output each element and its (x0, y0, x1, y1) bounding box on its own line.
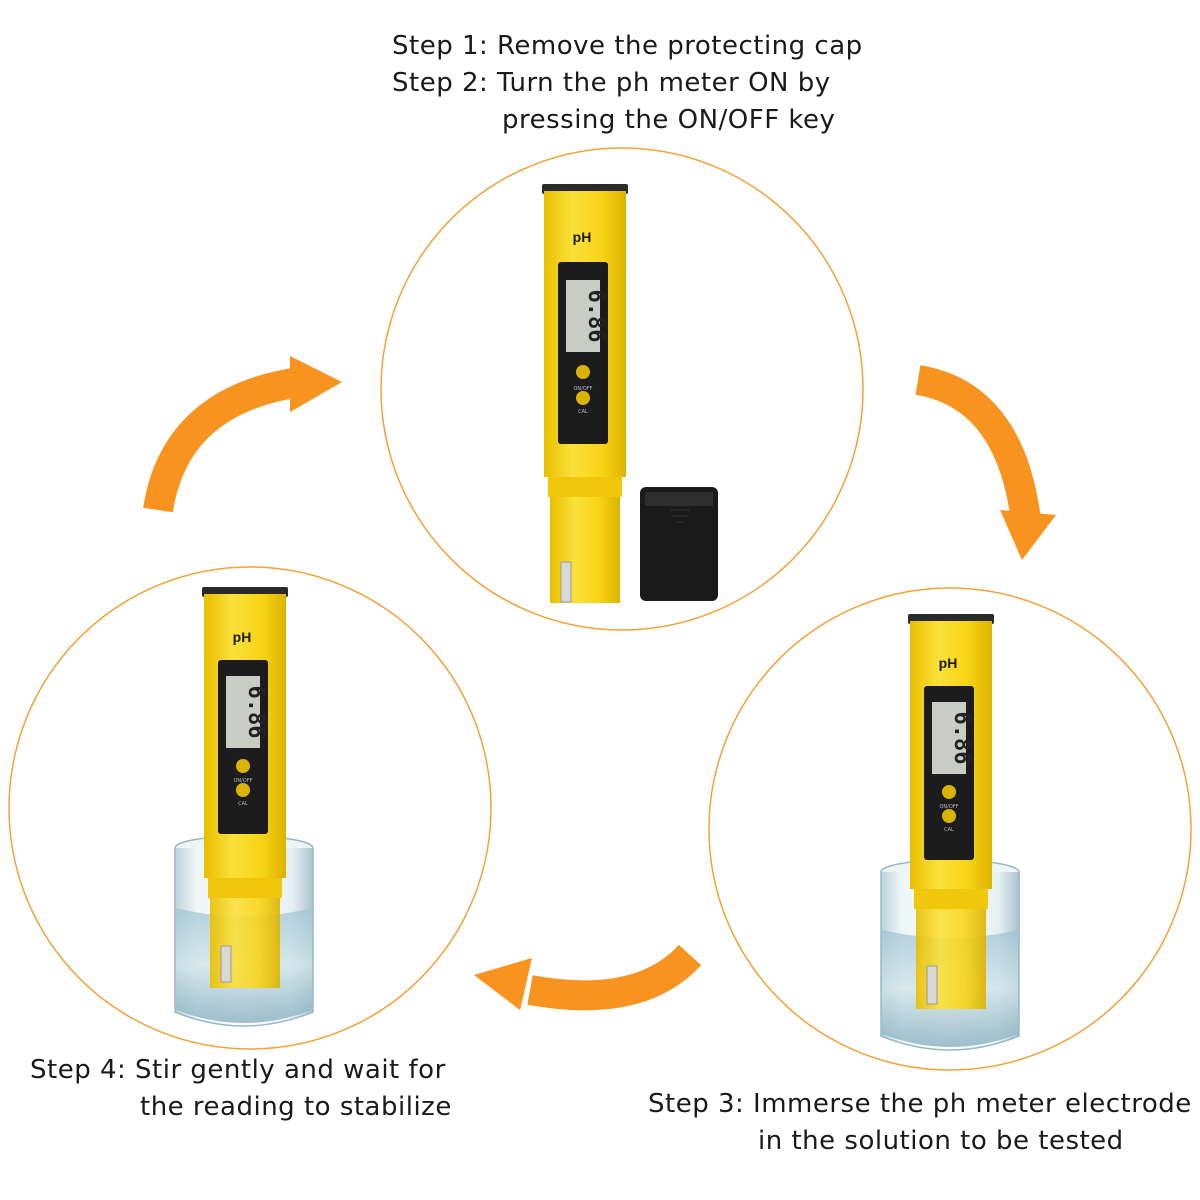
lcd-reading: 6.86 (243, 686, 268, 739)
ph-meter-icon-left: pH 6.86 ON/OFF CAL (202, 587, 288, 988)
step-4-prefix: Step 4: (30, 1055, 127, 1085)
step-1-prefix: Step 1: (392, 31, 489, 61)
cal-label: CAL (944, 827, 954, 833)
lcd-reading: 6.86 (583, 290, 608, 343)
ph-meter-icon-right: pH 6.86 ON/OFF CAL (908, 614, 994, 1009)
curved-arrow-icon-bottom (474, 944, 702, 1011)
step-1-line: Step 1: Remove the protecting cap (392, 28, 863, 65)
step-4-line-2: the reading to stabilize (30, 1089, 452, 1126)
ph-meter-icon-top: pH 6.86 ON/OFF CAL (542, 184, 628, 603)
step-1-2-circle (380, 147, 864, 631)
step-3-prefix: Step 3: (648, 1089, 745, 1119)
curved-arrow-icon-top-left (143, 356, 342, 513)
curved-arrow-icon-top-right (915, 365, 1056, 560)
step-2-line: Step 2: Turn the ph meter ON by (392, 65, 863, 102)
step-3-text-line1: Immerse the ph meter electrode (753, 1089, 1192, 1119)
onoff-label: ON/OFF (233, 778, 252, 784)
step-2-text-line1: Turn the ph meter ON by (497, 68, 831, 98)
step-3-line-2: in the solution to be tested (648, 1123, 1192, 1160)
onoff-label: ON/OFF (939, 804, 958, 810)
step-4-caption: Step 4: Stir gently and wait for the rea… (30, 1052, 452, 1126)
step-2-line-2: pressing the ON/OFF key (392, 102, 863, 139)
step-2-prefix: Step 2: (392, 68, 489, 98)
step-3-caption: Step 3: Immerse the ph meter electrode i… (648, 1086, 1192, 1160)
ph-label: pH (939, 655, 958, 671)
step-2-text-line2: pressing the ON/OFF key (502, 105, 836, 135)
ph-label: pH (233, 629, 252, 645)
step-3-text-line2: in the solution to be tested (758, 1126, 1124, 1156)
protective-cap-icon (640, 487, 718, 601)
cal-label: CAL (578, 409, 588, 415)
step-4-circle (8, 566, 492, 1050)
lcd-reading: 6.86 (949, 712, 974, 765)
step-4-text-line1: Stir gently and wait for (135, 1055, 446, 1085)
ph-label: pH (573, 229, 592, 245)
step-4-line: Step 4: Stir gently and wait for (30, 1052, 452, 1089)
step-1-text: Remove the protecting cap (497, 31, 863, 61)
step-3-line: Step 3: Immerse the ph meter electrode (648, 1086, 1192, 1123)
step-3-circle (708, 587, 1192, 1071)
onoff-label: ON/OFF (573, 386, 592, 392)
step-1-2-caption: Step 1: Remove the protecting cap Step 2… (392, 28, 863, 139)
step-4-text-line2: the reading to stabilize (140, 1092, 452, 1122)
cal-label: CAL (238, 801, 248, 807)
